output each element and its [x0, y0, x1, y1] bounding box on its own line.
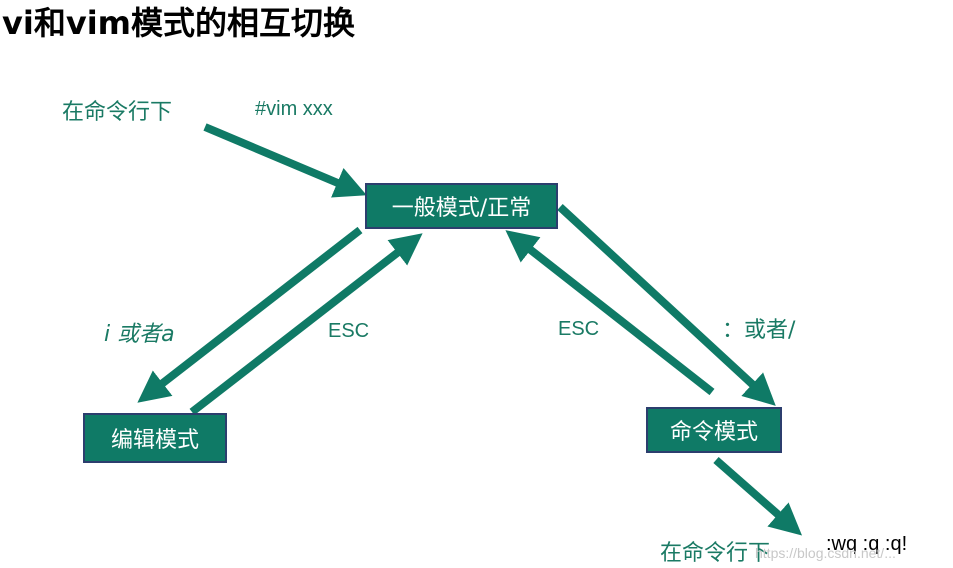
start-label: 在命令行下 — [62, 100, 173, 125]
start-command: #vim xxx — [255, 98, 333, 120]
diagram-title: vi和vim模式的相互切换 — [2, 4, 356, 42]
exit-commands: :wq :q :q! — [826, 533, 908, 555]
edge-label-normal-to-command: ：或者/ — [722, 318, 796, 343]
arrow-edit-to-normal — [189, 233, 423, 416]
exit-label: 在命令行下 — [660, 541, 771, 566]
watermark: https://blog.csdn.net/... — [755, 545, 896, 561]
edge-label-normal-to-edit: i 或者a — [104, 322, 175, 347]
arrow-normal-to-command — [557, 204, 776, 406]
node-edit-mode: 编辑模式 — [83, 413, 227, 463]
edge-label-command-to-normal: ESC — [558, 318, 600, 340]
arrow-command-to-exit — [713, 456, 803, 536]
node-normal-mode: 一般模式/正常 — [365, 183, 558, 229]
arrow-command-to-normal — [505, 230, 715, 396]
arrow-normal-to-edit — [137, 226, 363, 403]
arrow-start-to-normal — [203, 123, 367, 198]
edge-label-edit-to-normal: ESC — [328, 320, 370, 342]
node-command-mode: 命令模式 — [646, 407, 782, 453]
